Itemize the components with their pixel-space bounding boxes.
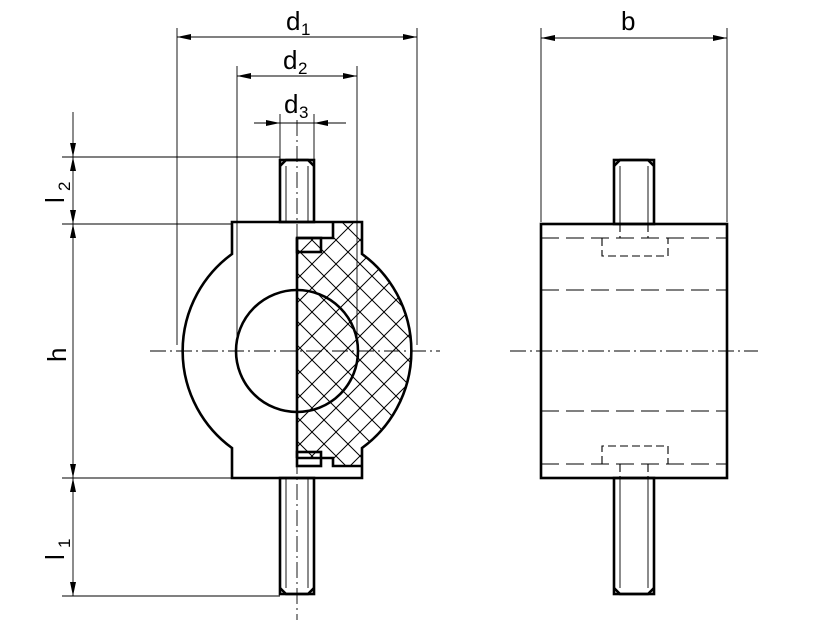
label-l1-sub: 1 [55, 539, 74, 548]
dimension-l2: l 2 [40, 112, 280, 225]
dimension-d2: d 2 [236, 45, 358, 345]
front-section-view [150, 120, 440, 620]
side-top-stud [612, 158, 656, 226]
svg-text:d: d [286, 6, 300, 36]
dimension-d1: d 1 [176, 6, 418, 345]
label-d3: d [284, 89, 298, 119]
dimension-h: h [42, 224, 232, 479]
label-d3-sub: 3 [299, 103, 308, 122]
side-bottom-stud [612, 476, 656, 596]
label-d2-sub: 2 [298, 59, 307, 78]
label-b: b [621, 6, 635, 36]
rubber-section [297, 222, 412, 466]
label-l2-sub: 2 [55, 182, 74, 191]
label-d2: d [283, 45, 297, 75]
label-h: h [42, 348, 72, 362]
label-l1: l [40, 554, 70, 560]
side-view [510, 158, 758, 596]
label-l2: l [40, 197, 70, 203]
dimension-d3: d 3 [254, 89, 346, 160]
label-d1: d [286, 6, 300, 36]
dimension-l1: l 1 [40, 478, 280, 597]
dimension-b: b [540, 6, 728, 222]
body-outline [181, 220, 297, 480]
label-d1-sub: 1 [301, 20, 310, 39]
